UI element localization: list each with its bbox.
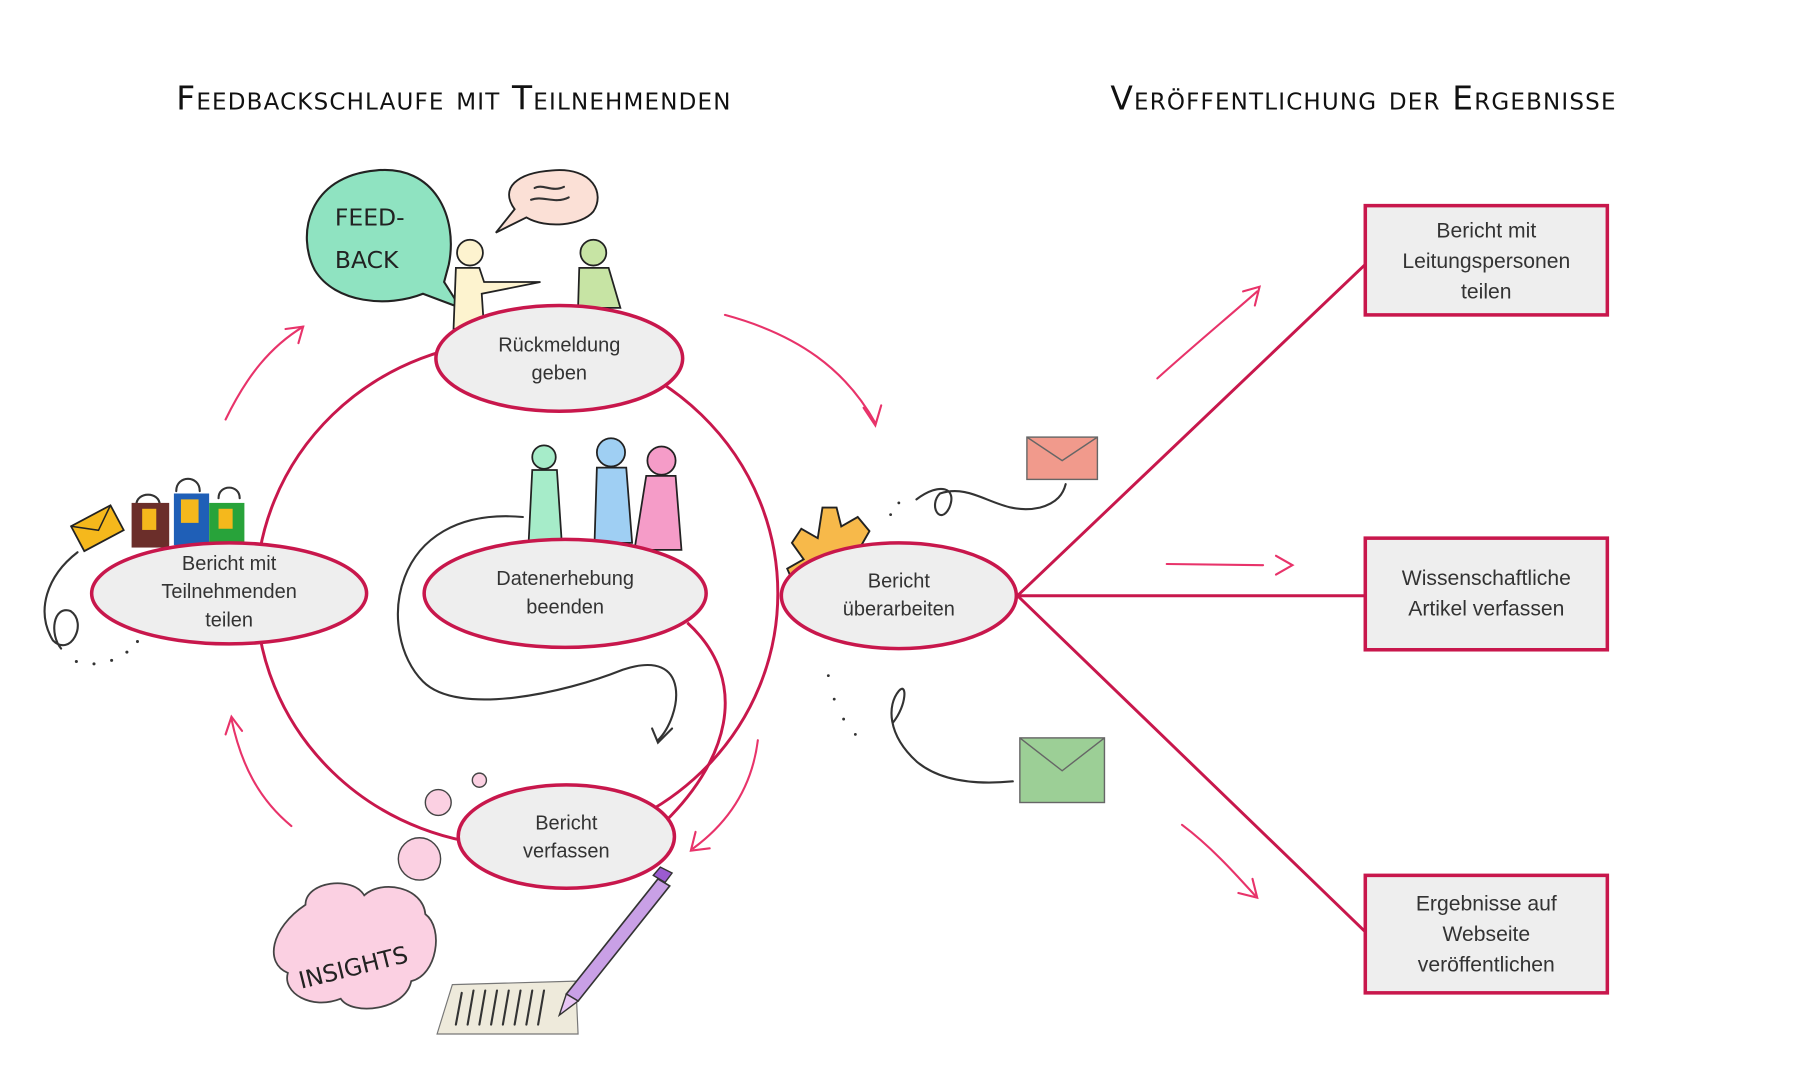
people-group-icon: [527, 437, 683, 551]
talk-bubble-icon: [495, 169, 599, 234]
envelope-trail-line: [43, 551, 79, 650]
box-ergebnisse-webseite[interactable]: Ergebnisse auf Webseite veröffentlichen: [1363, 873, 1610, 995]
thought-cloud-small: [397, 772, 488, 881]
feedback-bubble-line-1: FEED-: [335, 204, 405, 232]
node-bericht-ueberarbeiten[interactable]: Bericht überarbeiten: [779, 541, 1019, 651]
node-label-line: Bericht: [868, 570, 931, 592]
flow-arrow-right: [1165, 554, 1295, 576]
node-rueckmeldung-geben[interactable]: Rückmeldung geben: [434, 303, 685, 414]
node-bericht-verfassen[interactable]: Bericht verfassen: [456, 783, 677, 891]
envelope-trail-line: [890, 687, 1014, 784]
envelope-icon: [1026, 436, 1099, 481]
node-label-line: geben: [532, 363, 588, 385]
dotted-trail: [74, 640, 139, 666]
dotted-trail: [889, 501, 901, 517]
feedback-bubble-line-2: BACK: [335, 246, 399, 274]
feedback-speech-bubble: FEED- BACK: [305, 168, 464, 310]
envelope-icon: [69, 504, 125, 553]
insights-cloud: INSIGHTS: [272, 882, 437, 1010]
node-label-line: überarbeiten: [843, 599, 955, 621]
dotted-trail: [826, 674, 857, 736]
paper-icon: [436, 980, 579, 1035]
box-label-line: Wissenschaftliche: [1402, 567, 1571, 590]
box-label-line: Bericht mit: [1436, 219, 1536, 242]
inner-swirl-arrowhead: [651, 727, 674, 745]
node-label-line: Rückmeldung: [498, 334, 620, 356]
node-label-line: beenden: [526, 596, 604, 618]
box-bericht-leitungspersonen[interactable]: Bericht mit Leitungspersonen teilen: [1363, 203, 1610, 317]
inner-swirl-line: [397, 515, 678, 742]
flow-arrow-top-right: [723, 313, 883, 428]
box-label-line: veröffentlichen: [1418, 954, 1555, 977]
node-datenerhebung-beenden[interactable]: Datenerhebung beenden: [422, 537, 708, 650]
box-label-line: Leitungspersonen: [1402, 250, 1570, 273]
loop-connector-verfassen: [656, 621, 727, 830]
people-talking-icon: [452, 238, 622, 330]
node-label-line: Teilnehmenden: [161, 581, 296, 603]
node-label-line: verfassen: [523, 841, 610, 863]
node-bericht-teilnehmenden-teilen[interactable]: Bericht mit Teilnehmenden teilen: [89, 541, 369, 646]
connector-to-leitungspersonen: [1016, 263, 1367, 597]
node-label-line: Bericht mit: [182, 553, 277, 575]
box-label-line: Artikel verfassen: [1408, 598, 1564, 621]
box-label-line: teilen: [1461, 280, 1512, 303]
pencil-icon: [557, 866, 674, 1018]
flow-arrow-bottom-right: [689, 739, 759, 852]
box-label-line: Ergebnisse auf: [1416, 893, 1557, 916]
node-label-line: teilen: [205, 609, 253, 631]
flow-arrow-bottom-left: [224, 714, 293, 828]
connector-to-webseite: [1016, 594, 1367, 933]
node-label-line: Datenerhebung: [496, 568, 634, 590]
flow-arrow-top-left: [224, 325, 305, 421]
envelope-trail-line: [915, 483, 1067, 517]
flow-arrow-up-right: [1156, 285, 1262, 380]
envelope-icon: [1019, 737, 1106, 804]
title-feedback-loop: Feedbackschlaufe mit Teilnehmenden: [176, 78, 731, 117]
flow-arrow-down-right: [1180, 823, 1259, 900]
node-label-line: Bericht: [535, 813, 598, 835]
title-publication: Veröffentlichung der Ergebnisse: [1110, 78, 1616, 117]
box-label-line: Webseite: [1442, 923, 1530, 946]
box-wissenschaftliche-artikel[interactable]: Wissenschaftliche Artikel verfassen: [1363, 536, 1610, 652]
participants-with-reports-icon: [131, 477, 245, 548]
